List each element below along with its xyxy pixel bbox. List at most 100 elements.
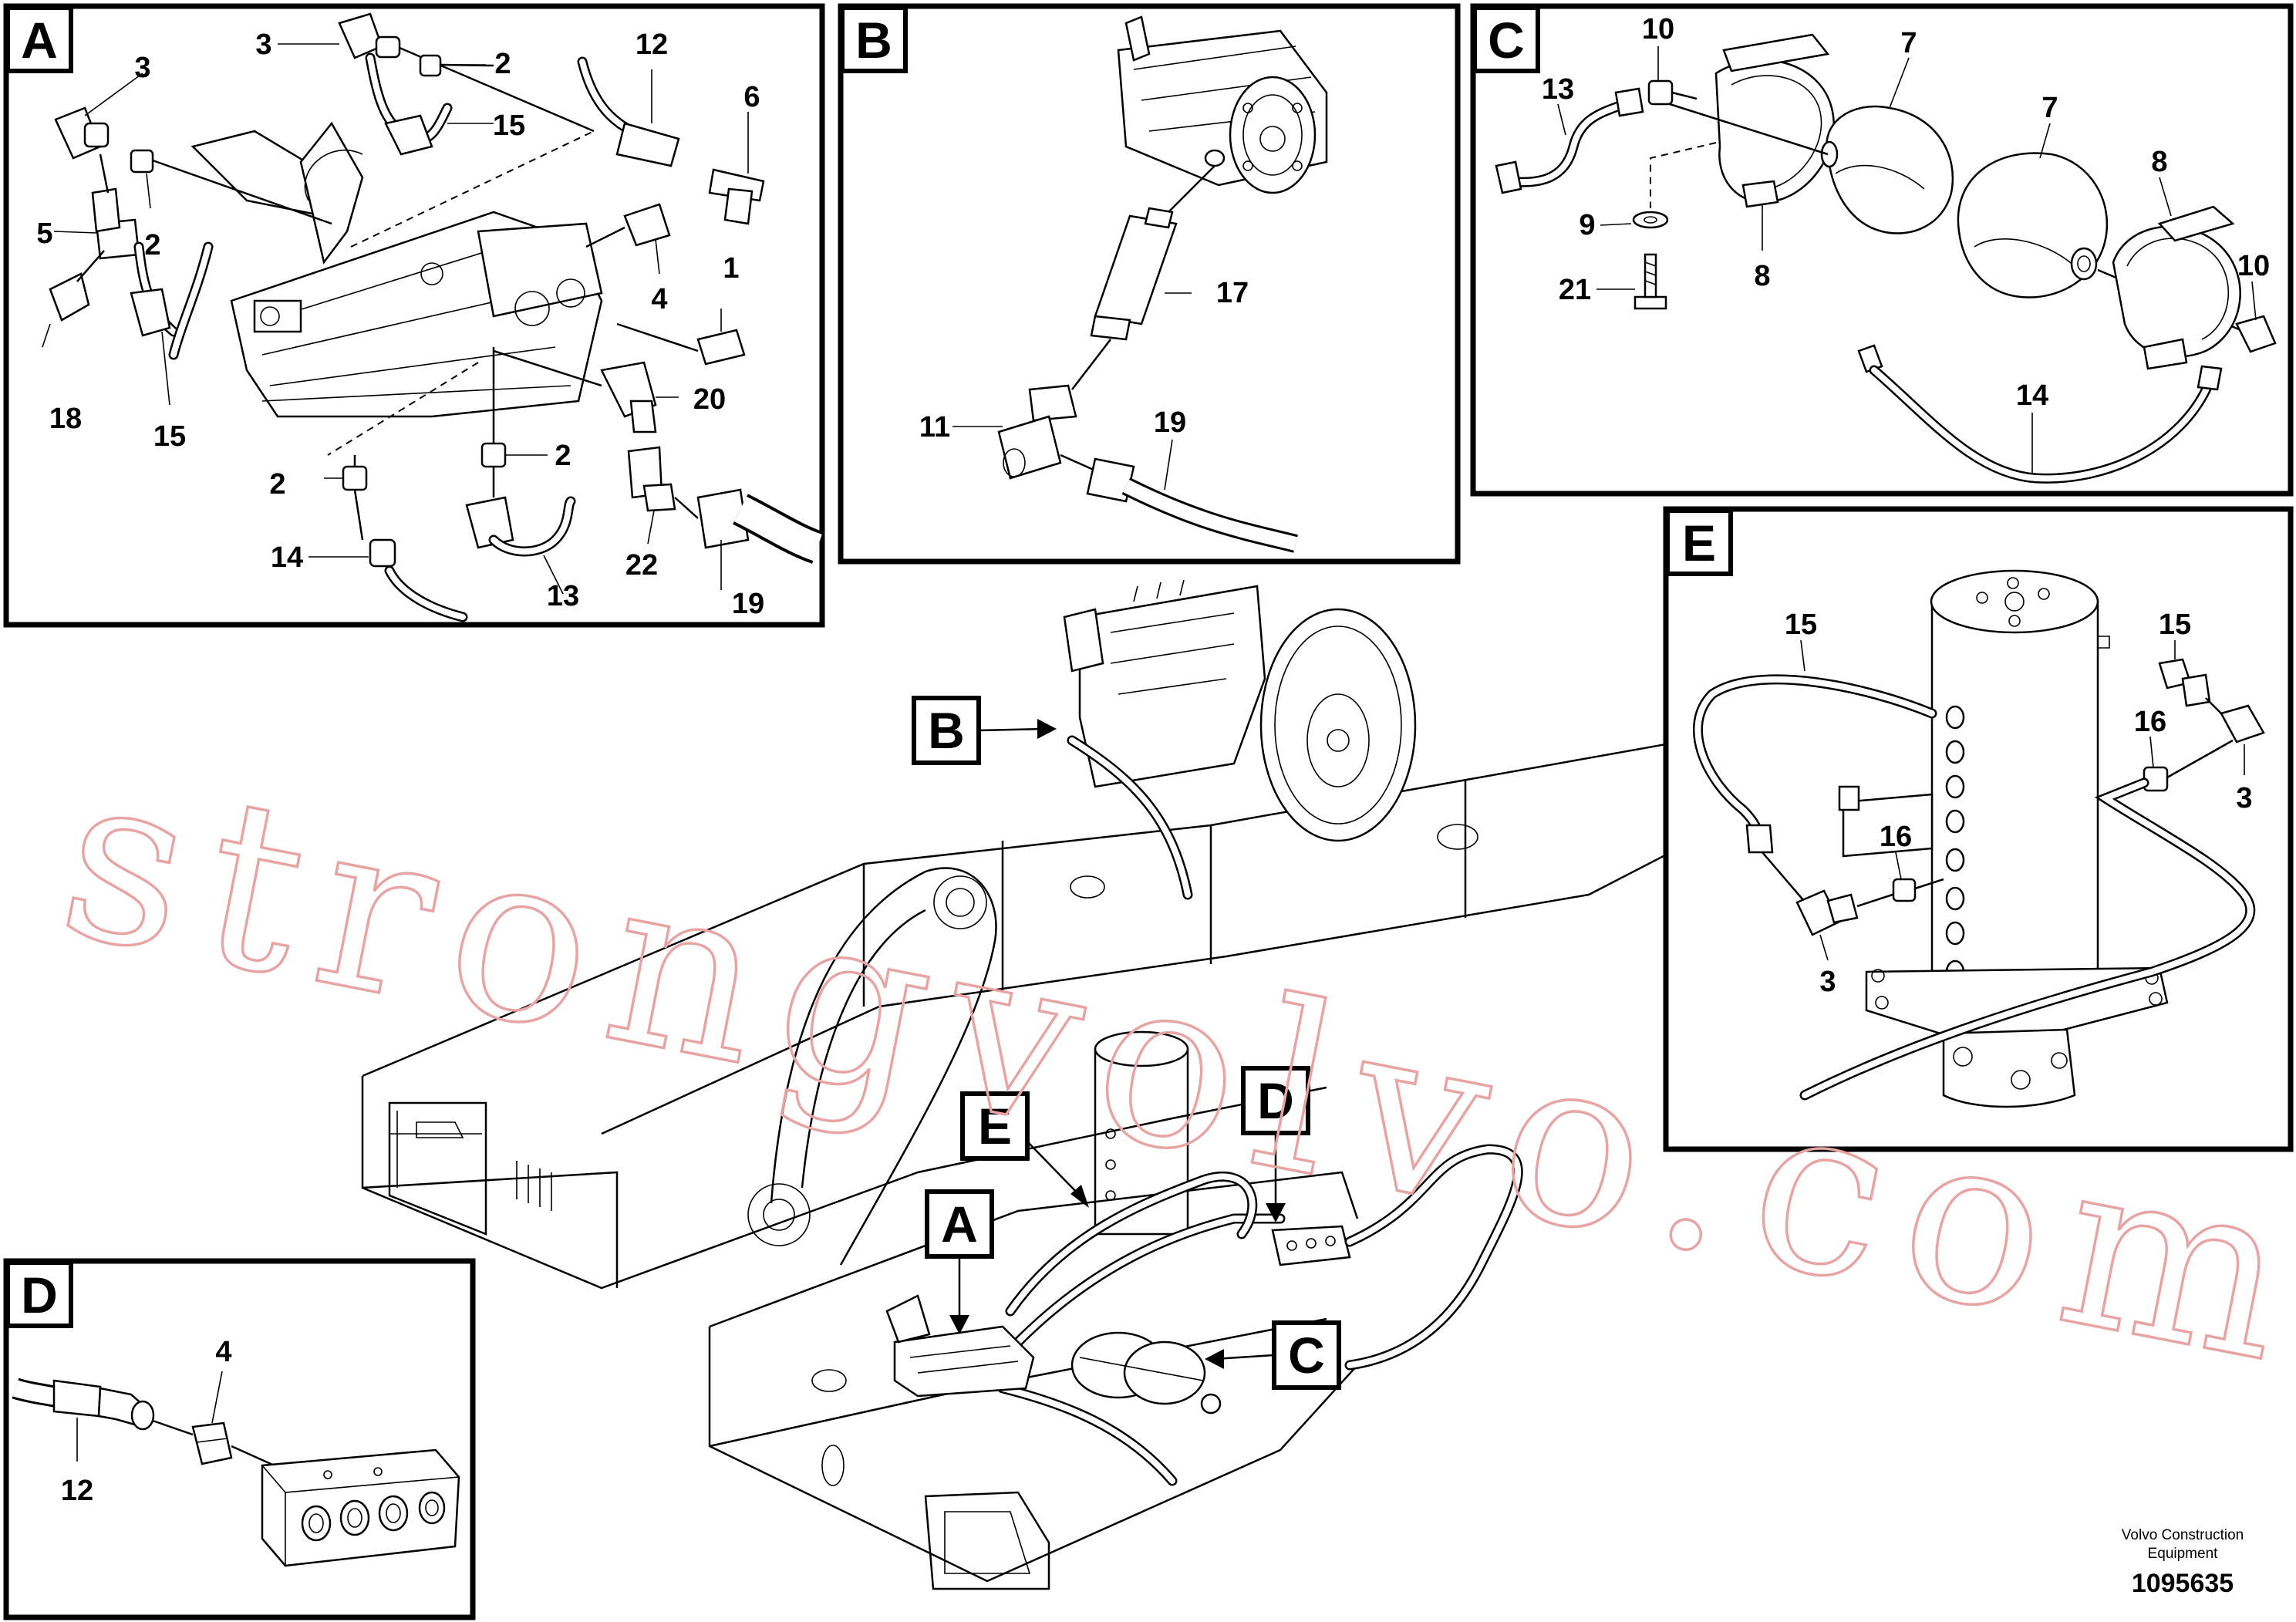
panel-a: A	[3, 3, 825, 628]
callout-b: B	[912, 696, 1057, 765]
panel-c-hose-14	[1857, 344, 2223, 484]
callout-e: E	[960, 1091, 1089, 1208]
panel-c: C	[1470, 3, 2294, 497]
panel-b-hose-17	[1090, 207, 1178, 341]
panel-d-block	[261, 1448, 460, 1567]
panel-c-accumulator-1	[1820, 105, 1954, 234]
callout-d-letter: D	[1257, 1072, 1294, 1129]
credit-line-2: Equipment	[2148, 1546, 2219, 1562]
panel-c-accumulator-2	[1957, 152, 2109, 298]
panel-a-valve-body	[190, 121, 603, 418]
panel-b-pump	[1117, 15, 1328, 194]
panel-a-label-13: 13	[547, 580, 579, 612]
panel-e-hose-15a	[1692, 674, 1937, 907]
panel-a-label-15b: 15	[153, 420, 186, 453]
panel-c-label-13: 13	[1542, 73, 1574, 106]
panel-e-label-3b: 3	[1819, 966, 1836, 998]
panel-c-fitting-10b	[2235, 315, 2277, 353]
panel-d-letter: D	[21, 1266, 58, 1324]
panel-e-label-15b: 15	[2159, 609, 2191, 641]
callout-c: C	[1205, 1320, 1341, 1390]
panel-e-ports	[1945, 705, 1965, 984]
callout-e-letter: E	[978, 1098, 1012, 1155]
panel-e-nipple-16b	[1892, 878, 1917, 902]
panel-e-label-16b: 16	[1880, 821, 1912, 853]
panel-c-label-9: 9	[1579, 209, 1595, 241]
credit-block: Volvo Construction Equipment 1095635	[2122, 1527, 2244, 1598]
panel-a-label-18: 18	[49, 403, 82, 435]
panel-e-hose-15b	[2158, 658, 2265, 744]
panel-a-label-3b: 3	[134, 52, 150, 84]
panel-c-label-8b: 8	[1754, 260, 1770, 292]
callout-d: D	[1241, 1066, 1310, 1222]
panel-c-label-21: 21	[1559, 274, 1591, 306]
panel-a-fittings	[42, 12, 824, 622]
panel-a-label-1: 1	[723, 252, 739, 285]
panel-e: E	[1663, 506, 2294, 1152]
main-pump	[1063, 579, 1417, 842]
panel-d-label-4: 4	[215, 1336, 231, 1368]
panel-a-labels: 3 2 12 6 3 15 5 2 18 15 4 1 20 2 2 14 13…	[36, 29, 764, 620]
panel-a-label-2b: 2	[144, 229, 160, 261]
panel-a-label-2c: 2	[555, 440, 571, 472]
panel-e-leaders	[1800, 639, 2245, 961]
panel-a-label-3a: 3	[255, 29, 271, 61]
panel-a-label-2d: 2	[269, 468, 285, 501]
panel-a-label-22: 22	[625, 549, 658, 582]
panel-a-label-15a: 15	[493, 110, 525, 142]
panel-d-hose-12	[12, 1378, 155, 1431]
panel-a-label-2a: 2	[494, 48, 511, 80]
panel-c-label-7b: 7	[2041, 92, 2058, 124]
panel-a-label-19: 19	[732, 588, 764, 620]
panel-a-label-20: 20	[693, 383, 726, 416]
panel-a-label-6: 6	[743, 81, 760, 113]
panel-c-label-7a: 7	[1900, 27, 1917, 59]
panel-c-label-14: 14	[2016, 379, 2048, 412]
panel-b-tee-11	[997, 384, 1077, 480]
panel-b: B	[838, 3, 1461, 565]
panel-c-label-8a: 8	[2151, 146, 2167, 178]
main-assembly	[361, 579, 1729, 1590]
credit-line-1: Volvo Construction	[2122, 1527, 2244, 1543]
panel-a-letter: A	[21, 12, 58, 69]
main-frame	[361, 743, 1729, 1590]
panel-c-pipe-13	[1495, 87, 1644, 194]
panel-b-letter: B	[855, 12, 892, 69]
panel-c-fitting-10a	[1647, 79, 1674, 106]
panel-a-label-4: 4	[651, 283, 667, 315]
panel-e-labels: 15 15 16 3 16 3	[1785, 609, 2253, 998]
panel-c-label-10a: 10	[1642, 13, 1674, 46]
panel-e-label-15a: 15	[1785, 609, 1817, 641]
panel-a-label-5: 5	[36, 218, 52, 250]
callout-b-letter: B	[928, 702, 965, 759]
panel-c-clamp-left	[1714, 33, 1835, 208]
panel-a-label-14: 14	[271, 541, 303, 574]
panel-d: D 4 12	[3, 1258, 476, 1620]
callout-a: A	[925, 1189, 994, 1334]
panel-a-label-12: 12	[636, 29, 668, 61]
panel-d-nipple-4	[191, 1421, 233, 1465]
panel-b-label-11: 11	[919, 411, 950, 443]
panel-e-letter: E	[1682, 514, 1716, 572]
document-number: 1095635	[2132, 1569, 2234, 1598]
panel-e-elbow-3a	[1795, 889, 1859, 936]
panel-e-swivel	[1838, 569, 2169, 1108]
panel-c-label-10b: 10	[2237, 250, 2270, 282]
callout-a-letter: A	[941, 1195, 978, 1253]
panel-c-labels: 10 13 7 7 8 9 8 10 21 14	[1542, 13, 2270, 412]
panel-b-label-17: 17	[1216, 277, 1249, 309]
panel-b-label-19: 19	[1154, 406, 1186, 439]
panel-d-label-12: 12	[61, 1475, 93, 1507]
panel-c-leaders	[1557, 46, 2257, 474]
panel-b-hose-19	[1086, 457, 1298, 553]
callout-c-letter: C	[1288, 1327, 1325, 1384]
main-valve-and-accumulators	[885, 1294, 1222, 1415]
panel-c-washer-9	[1632, 211, 1669, 229]
panel-e-label-3a: 3	[2236, 782, 2252, 814]
panel-a-leaders	[53, 43, 749, 595]
panel-c-bolt-21	[1633, 253, 1667, 310]
panel-e-label-16a: 16	[2134, 706, 2166, 738]
panel-c-clamp-right	[2112, 205, 2241, 370]
panel-c-letter: C	[1488, 12, 1525, 69]
